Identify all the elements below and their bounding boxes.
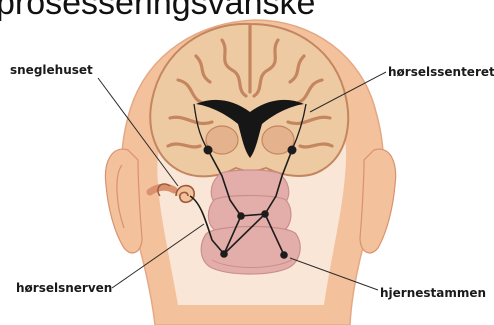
diagram-title: prosesseringsvanske (0, 0, 315, 22)
brainstem-illustration (201, 170, 300, 274)
label-brainstem: hjernestammen (380, 286, 486, 300)
right-ear (360, 149, 396, 253)
medulla (201, 227, 300, 275)
label-auditory-cortex: hørselssenteret (388, 65, 494, 79)
label-cochlea: sneglehuset (10, 63, 93, 77)
label-auditory-nerve: hørselsnerven (16, 281, 112, 295)
left-ear (105, 149, 142, 253)
